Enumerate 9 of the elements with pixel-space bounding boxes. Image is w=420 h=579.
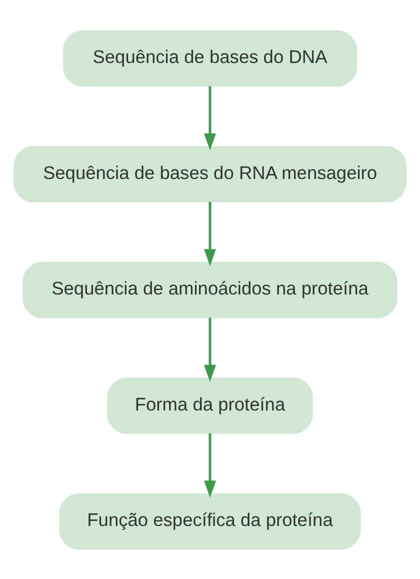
arrow	[204, 86, 216, 150]
arrow	[204, 317, 216, 382]
arrow	[204, 432, 216, 498]
node-box: Função específica da proteína	[59, 492, 361, 550]
node-box: Forma da proteína	[107, 377, 313, 434]
node-box: Sequência de bases do DNA	[63, 30, 357, 86]
node-box: Sequência de aminoácidos na proteína	[22, 261, 398, 318]
node-box: Sequência de bases do RNA mensageiro	[14, 146, 406, 202]
arrow	[204, 201, 216, 266]
